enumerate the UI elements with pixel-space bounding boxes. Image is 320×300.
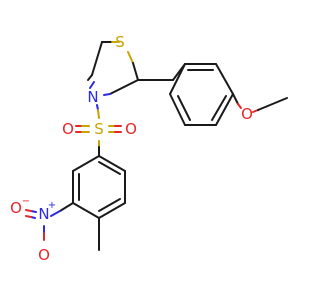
bond — [109, 79, 139, 95]
nitrotoluene-ring — [50, 155, 126, 251]
bond — [215, 93, 234, 126]
bond — [257, 97, 288, 111]
atom-o-left: O — [62, 120, 74, 138]
bond — [25, 215, 32, 218]
bond — [211, 95, 227, 121]
bond — [98, 198, 121, 212]
bond — [87, 74, 93, 81]
bond — [169, 63, 186, 95]
atom-o-nitro-charge: − — [22, 196, 30, 207]
bond — [50, 210, 61, 217]
atom-o-nitro-top: O — [10, 199, 22, 217]
atom-n-ring: N — [87, 88, 98, 106]
atom-n-nitro-charge: + — [48, 200, 56, 211]
nitro-group — [25, 209, 45, 241]
bond — [98, 155, 126, 172]
atom-o-methoxy: O — [241, 105, 253, 123]
structure-svg: S N S O O O N + O O − — [10, 33, 288, 264]
atom-o-nitro-bottom: O — [38, 246, 50, 264]
methoxyphenyl-ring — [137, 63, 288, 126]
sulfonyl-group — [75, 104, 122, 157]
bond — [72, 155, 100, 172]
bond — [169, 93, 186, 126]
atom-o-right: O — [125, 120, 137, 138]
atom-s-ring: S — [115, 33, 125, 51]
bond — [59, 202, 74, 212]
bond — [98, 202, 126, 219]
bond — [98, 161, 121, 175]
bond — [177, 95, 191, 121]
bond — [232, 93, 239, 105]
thiazolidine-ring — [87, 41, 139, 96]
bond — [25, 209, 32, 212]
bond — [132, 62, 139, 81]
atom-s-sulfonyl: S — [94, 120, 104, 138]
bond — [103, 93, 111, 96]
molecule-diagram: S N S O O O N + O O − — [10, 33, 288, 264]
bond — [91, 41, 103, 76]
atom-n-nitro: N — [38, 205, 49, 223]
bond — [237, 103, 242, 109]
bond — [127, 51, 134, 64]
bond — [97, 109, 100, 119]
bond — [215, 63, 234, 95]
bond — [89, 81, 95, 89]
bond — [72, 202, 100, 219]
